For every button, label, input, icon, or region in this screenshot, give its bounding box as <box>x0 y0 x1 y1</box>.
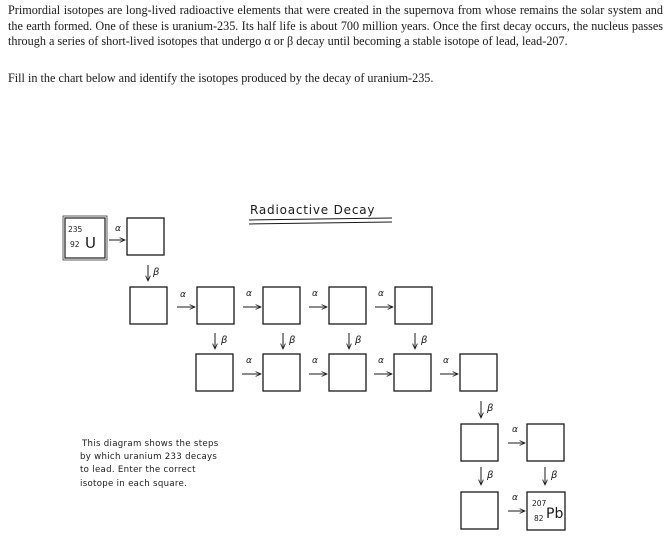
beta-label-2: β <box>220 335 228 346</box>
note-line-4: isotope in each square. <box>80 479 187 489</box>
beta-label-3: β <box>288 335 296 346</box>
alpha-label-11: α <box>512 493 518 503</box>
empty-isotope-square-9 <box>328 353 367 392</box>
note-line-2: by which uranium 233 decays <box>80 452 217 462</box>
beta-label-7: β <box>486 470 494 481</box>
start-isotope-box: 235 92 U <box>62 215 108 261</box>
end-isotope-box: 207 82 Pb <box>526 491 566 531</box>
beta-label-6: β <box>486 403 494 414</box>
title-underline-1 <box>248 217 393 221</box>
alpha-label-9: α <box>443 356 449 366</box>
empty-isotope-square-11 <box>459 353 498 392</box>
empty-isotope-square-14 <box>460 491 499 530</box>
note-line-1: This diagram shows the steps <box>81 439 219 449</box>
instruction-text: Fill in the chart below and identify the… <box>8 71 434 85</box>
alpha-label-5: α <box>378 289 384 299</box>
end-element-symbol: Pb <box>546 506 563 522</box>
start-atomic-number: 92 <box>70 240 80 249</box>
beta-label-8: β <box>550 470 558 481</box>
decay-steps <box>126 217 565 530</box>
empty-isotope-square-3 <box>196 286 235 325</box>
alpha-label-6: α <box>246 356 252 366</box>
diagram-note: This diagram shows the steps by which ur… <box>80 439 219 489</box>
empty-isotope-square-13 <box>526 423 565 462</box>
end-atomic-number: 82 <box>534 514 544 523</box>
empty-isotope-square-10 <box>393 353 432 392</box>
alpha-label-7: α <box>312 356 318 366</box>
intro-paragraph: Primordial isotopes are long-lived radio… <box>8 3 663 49</box>
diagram-title: Radioactive Decay <box>250 203 375 217</box>
empty-isotope-square-6 <box>394 286 433 325</box>
decay-arrows: α α α α α α α α α α α β β β β β β β β <box>109 224 558 511</box>
end-mass-number: 207 <box>532 499 547 508</box>
empty-isotope-square-5 <box>328 286 367 325</box>
empty-isotope-square-12 <box>460 423 499 462</box>
beta-label-1: β <box>152 267 160 278</box>
start-mass-number: 235 <box>68 225 83 234</box>
empty-isotope-square-8 <box>262 353 301 392</box>
alpha-label-4: α <box>312 289 318 299</box>
start-element-symbol: U <box>85 234 96 252</box>
alpha-label-3: α <box>246 289 252 299</box>
beta-label-4: β <box>354 335 362 346</box>
empty-isotope-square-7 <box>195 353 234 392</box>
alpha-label-8: α <box>378 356 384 366</box>
empty-isotope-square-4 <box>262 286 301 325</box>
beta-label-5: β <box>420 335 428 346</box>
alpha-label-2: α <box>180 290 186 300</box>
note-line-3: to lead. Enter the correct <box>80 465 196 475</box>
alpha-label-1: α <box>115 224 121 234</box>
empty-isotope-square-2 <box>129 286 168 325</box>
alpha-label-10: α <box>512 425 518 435</box>
title-underline-2 <box>248 221 393 225</box>
empty-isotope-square-1 <box>126 217 165 256</box>
